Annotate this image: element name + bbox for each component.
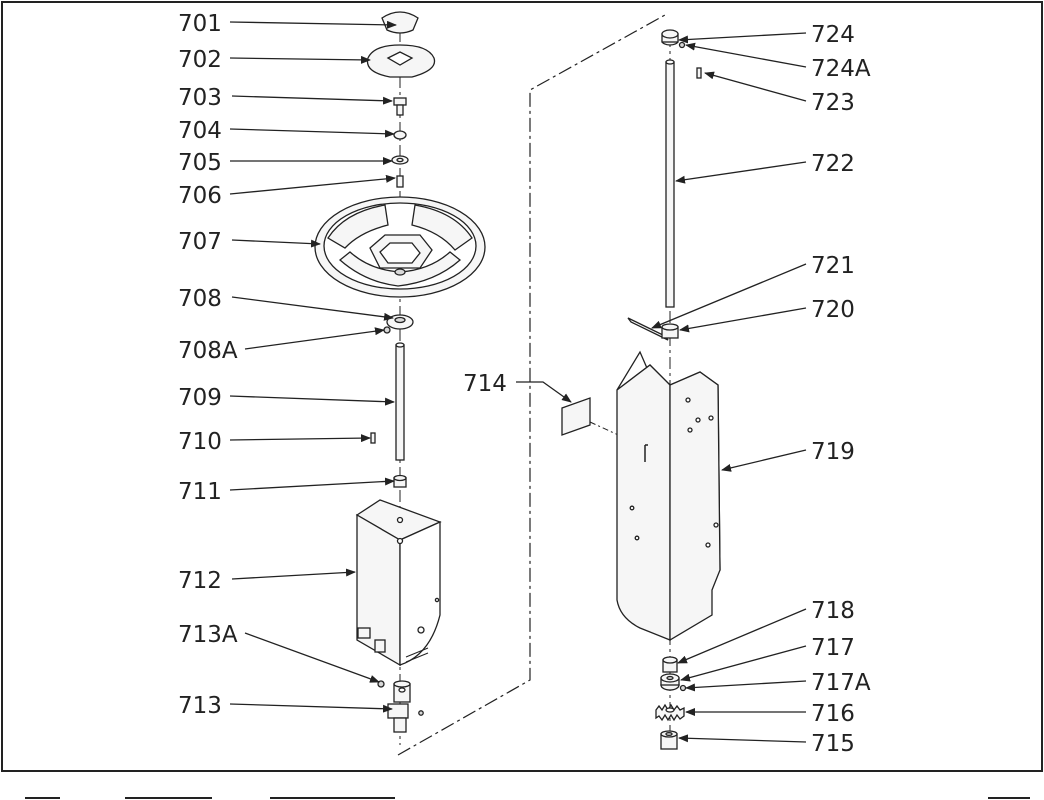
part-716-sprocket [655, 703, 685, 722]
part-724-nut [661, 29, 679, 46]
label-712: 712 [178, 568, 222, 594]
label-715: 715 [811, 731, 855, 757]
part-723-pin [696, 67, 702, 79]
part-701-cap [381, 11, 419, 34]
right-assembly [561, 29, 721, 750]
label-713a: 713A [178, 622, 238, 648]
part-702-bezel [366, 44, 436, 78]
label-711: 711 [178, 479, 222, 505]
label-709: 709 [178, 385, 222, 411]
label-716: 716 [811, 701, 855, 727]
part-705-washer [391, 155, 409, 165]
part-720-bushing [661, 323, 679, 339]
connection-path [397, 14, 666, 756]
part-703-bolt [393, 97, 407, 116]
part-722-shaft [665, 59, 675, 308]
label-710: 710 [178, 429, 222, 455]
part-707-steering-wheel [314, 196, 486, 298]
label-717a: 717A [811, 670, 871, 696]
label-704: 704 [178, 118, 222, 144]
label-701: 701 [178, 11, 222, 37]
part-721-pin [627, 317, 669, 341]
part-704-nut [393, 130, 407, 140]
part-708a-set-screw [383, 326, 391, 334]
part-706-key [396, 175, 404, 188]
part-718-bushing [662, 656, 678, 673]
label-714: 714 [463, 371, 507, 397]
part-712-housing [355, 499, 442, 667]
label-706: 706 [178, 183, 222, 209]
label-702: 702 [178, 47, 222, 73]
part-717a-set-screw [679, 684, 687, 692]
part-714-label-plate [561, 397, 591, 436]
left-assembly [314, 11, 486, 745]
label-708a: 708A [178, 338, 238, 364]
part-711-collar [393, 474, 407, 488]
leader-lines [229, 20, 807, 743]
part-717-collar [660, 673, 680, 691]
label-721: 721 [811, 253, 855, 279]
part-labels-right: 724 724A 723 722 721 720 714 719 718 717… [463, 22, 871, 757]
label-722: 722 [811, 151, 855, 177]
part-715-coupler [660, 730, 678, 750]
label-705: 705 [178, 150, 222, 176]
part-710-pin [370, 432, 376, 444]
label-703: 703 [178, 85, 222, 111]
part-709-shaft [395, 342, 405, 461]
label-724a: 724A [811, 56, 871, 82]
label-724: 724 [811, 22, 855, 48]
label-723: 723 [811, 90, 855, 116]
label-719: 719 [811, 439, 855, 465]
label-720: 720 [811, 297, 855, 323]
part-713-universal-joint [387, 680, 424, 733]
label-718: 718 [811, 598, 855, 624]
part-724a-set-screw [678, 41, 686, 49]
label-707: 707 [178, 229, 222, 255]
diagram-border [1, 1, 1043, 772]
part-719-column [616, 350, 721, 642]
part-labels-left: 701 702 703 704 705 706 707 708 708A 709… [178, 11, 238, 719]
label-717: 717 [811, 635, 855, 661]
label-708: 708 [178, 286, 222, 312]
label-713: 713 [178, 693, 222, 719]
